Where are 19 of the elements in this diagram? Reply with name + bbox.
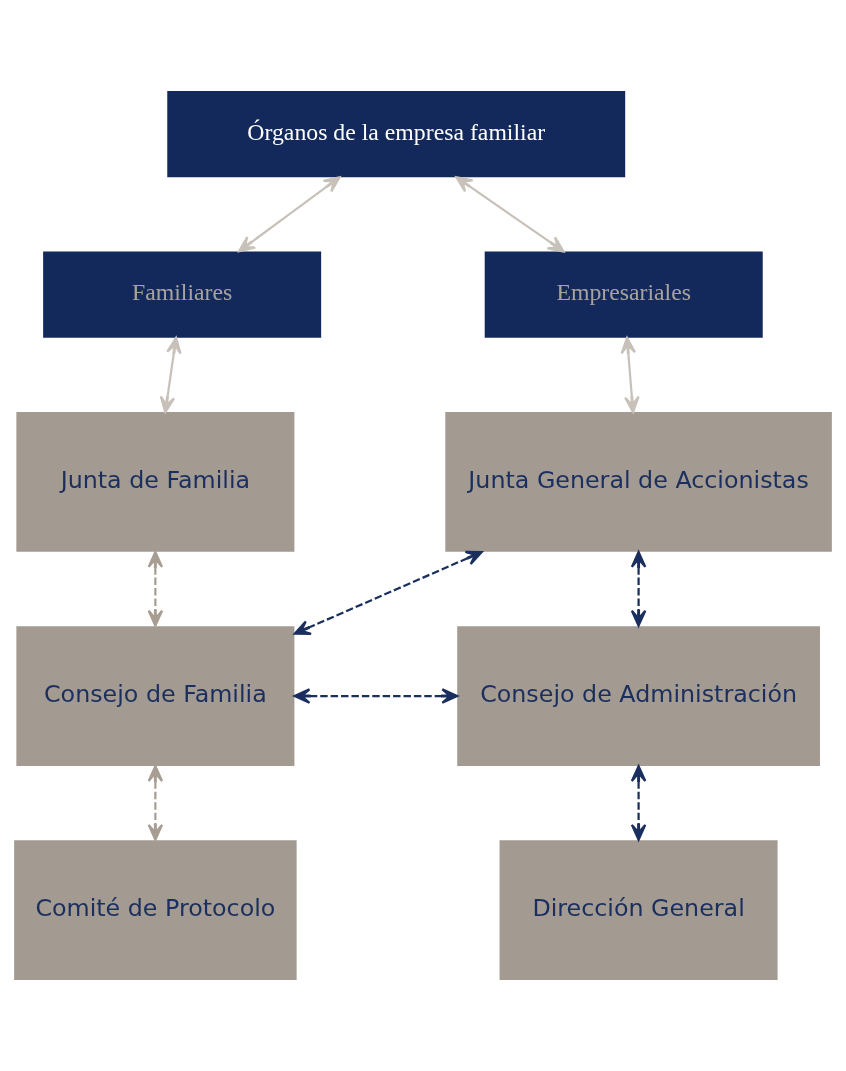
node-box: Órganos de la empresa familiar (167, 90, 626, 178)
arrow (147, 550, 164, 627)
node-box: Consejo de Familia (16, 626, 295, 766)
node-box: Dirección General (499, 840, 778, 981)
arrow (630, 765, 647, 841)
arrow (159, 336, 182, 414)
arrow (630, 550, 647, 627)
node-box: Comité de Protocolo (14, 840, 297, 981)
arrow (620, 336, 640, 414)
node-box: Junta de Familia (16, 412, 295, 552)
arrow (293, 550, 483, 635)
node-box: Empresariales (484, 251, 763, 338)
arrow (455, 176, 565, 253)
node-box: Consejo de Administración (457, 626, 820, 766)
node-box: Junta General de Accionistas (445, 412, 832, 552)
arrow (147, 765, 164, 841)
node-box: Familiares (43, 251, 322, 338)
arrow (238, 176, 341, 253)
arrow (293, 688, 459, 704)
